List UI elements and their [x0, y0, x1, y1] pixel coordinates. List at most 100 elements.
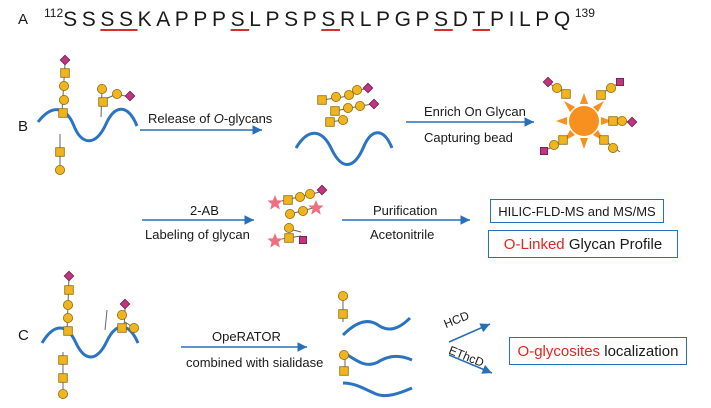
sequence-residue: L: [359, 8, 376, 31]
galactose-icon: [552, 83, 562, 93]
galnac-icon: [98, 97, 108, 107]
galnac-icon: [60, 68, 70, 78]
step-capture-label: Capturing bead: [424, 130, 513, 145]
step-sialidase-label: combined with sialidase: [186, 355, 324, 370]
panel-label-a: A: [18, 11, 29, 28]
galactose-icon: [294, 191, 306, 203]
hilic-fld-ms-text: HILIC-FLD-MS and MS/MS: [498, 203, 656, 219]
step-labeling-label: Labeling of glycan: [145, 227, 250, 242]
cleaved-glycopeptides: [337, 290, 413, 398]
step-operator-label: OpeRATOR: [212, 329, 281, 344]
galactose-icon: [549, 139, 559, 151]
galactose-icon: [283, 222, 295, 234]
galnac-icon: [55, 147, 65, 157]
galnac-icon: [58, 108, 68, 118]
galnac-icon: [558, 135, 568, 145]
2ab-label-star-icon: [267, 195, 283, 210]
sialic-acid-icon: [626, 116, 638, 128]
glycoprotein-b: [36, 54, 139, 176]
galnac-icon: [561, 89, 571, 99]
sequence-residue: S: [63, 8, 82, 31]
galnac-icon: [58, 373, 68, 383]
galactose-icon: [58, 388, 68, 400]
galactose-icon: [112, 89, 122, 99]
sialic-acid-icon: [616, 78, 624, 86]
galnac-icon: [339, 366, 349, 376]
galactose-icon: [55, 164, 65, 176]
galnac-icon: [64, 285, 74, 295]
step-acetonitrile-label: Acetonitrile: [370, 227, 435, 242]
sequence-residue: P: [376, 8, 395, 31]
galnac-icon: [338, 309, 348, 319]
o-glycosites-box: O-glycosites localization: [509, 337, 687, 365]
galactose-icon: [342, 103, 354, 113]
sequence-residue: P: [535, 8, 554, 31]
sequence-residue: L: [519, 8, 536, 31]
galactose-icon: [351, 85, 363, 95]
galnac-icon: [284, 233, 294, 243]
peptide-backbone: [294, 131, 394, 166]
galactose-icon: [337, 115, 349, 125]
galactose-icon: [63, 312, 73, 324]
bead-icon: [556, 93, 612, 149]
panel-label-b: B: [18, 118, 29, 135]
sequence-residue: P: [193, 8, 213, 31]
step-purification-label: Purification: [373, 203, 438, 218]
glycosite-residue: S: [118, 8, 138, 31]
sequence-residue: Q: [553, 8, 575, 31]
released-glycans: [294, 82, 394, 166]
step-enrich-label: Enrich On Glycan: [424, 104, 526, 119]
glycosite-residue: T: [472, 8, 490, 31]
sequence-residue: P: [489, 8, 509, 31]
sialic-acid-icon: [63, 270, 75, 282]
labeled-glycans: [267, 184, 328, 248]
galactose-icon: [617, 116, 627, 126]
galactose-icon: [608, 142, 618, 154]
galactose-icon: [59, 95, 69, 105]
sialic-acid-icon: [124, 90, 136, 102]
sequence-residue: R: [339, 8, 360, 31]
sequence-residue: P: [174, 8, 194, 31]
glycoprotein-c: [40, 270, 140, 400]
galnac-icon: [330, 106, 340, 116]
sequence-residue: D: [452, 8, 473, 31]
sequence-residue: G: [394, 8, 416, 31]
sequence-start-number: 112: [44, 6, 64, 20]
galactose-icon: [606, 83, 616, 93]
galnac-icon: [283, 195, 293, 205]
galactose-icon: [128, 322, 140, 334]
galactose-icon: [59, 81, 69, 91]
galactose-icon: [354, 101, 366, 111]
sequence-residue: P: [212, 8, 231, 31]
sequence-residues: SSSSKAPPPSLPSPSRLPGPSDTPILPQ: [63, 8, 575, 31]
glycan-profile-text: Glycan Profile: [564, 235, 663, 253]
peptide-backbone: [36, 107, 139, 143]
galactose-icon: [284, 208, 296, 220]
sequence-residue: I: [508, 8, 520, 31]
sequence-residue: P: [415, 8, 435, 31]
o-linked-profile-box: O-Linked Glycan Profile: [488, 230, 678, 258]
o-glycosites-text: O-glycosites: [517, 342, 601, 360]
sequence-residue: P: [302, 8, 322, 31]
step-release-label: Release of O-glycans: [148, 111, 273, 126]
galnac-icon: [596, 90, 606, 100]
galactose-icon: [97, 84, 107, 94]
galactose-icon: [304, 188, 316, 200]
sialic-acid-icon: [316, 184, 328, 196]
sequence-residue: S: [284, 8, 303, 31]
sequence-end-number: 139: [574, 6, 595, 20]
step-2ab-label: 2-AB: [190, 203, 219, 218]
galactose-icon: [297, 205, 309, 217]
galactose-icon: [63, 299, 73, 311]
galactose-icon: [330, 92, 342, 102]
panel-label-c: C: [18, 327, 29, 344]
galnac-icon: [608, 116, 618, 126]
galactose-icon: [343, 90, 355, 100]
arrow-ethcd: [448, 354, 493, 374]
galnac-icon: [58, 355, 68, 365]
sequence-residue: K: [137, 8, 157, 31]
hilic-fld-ms-box: HILIC-FLD-MS and MS/MS: [490, 199, 664, 223]
glycosite-residue: S: [434, 8, 453, 31]
galnac-icon: [317, 95, 327, 105]
sequence-residue: S: [81, 8, 101, 31]
